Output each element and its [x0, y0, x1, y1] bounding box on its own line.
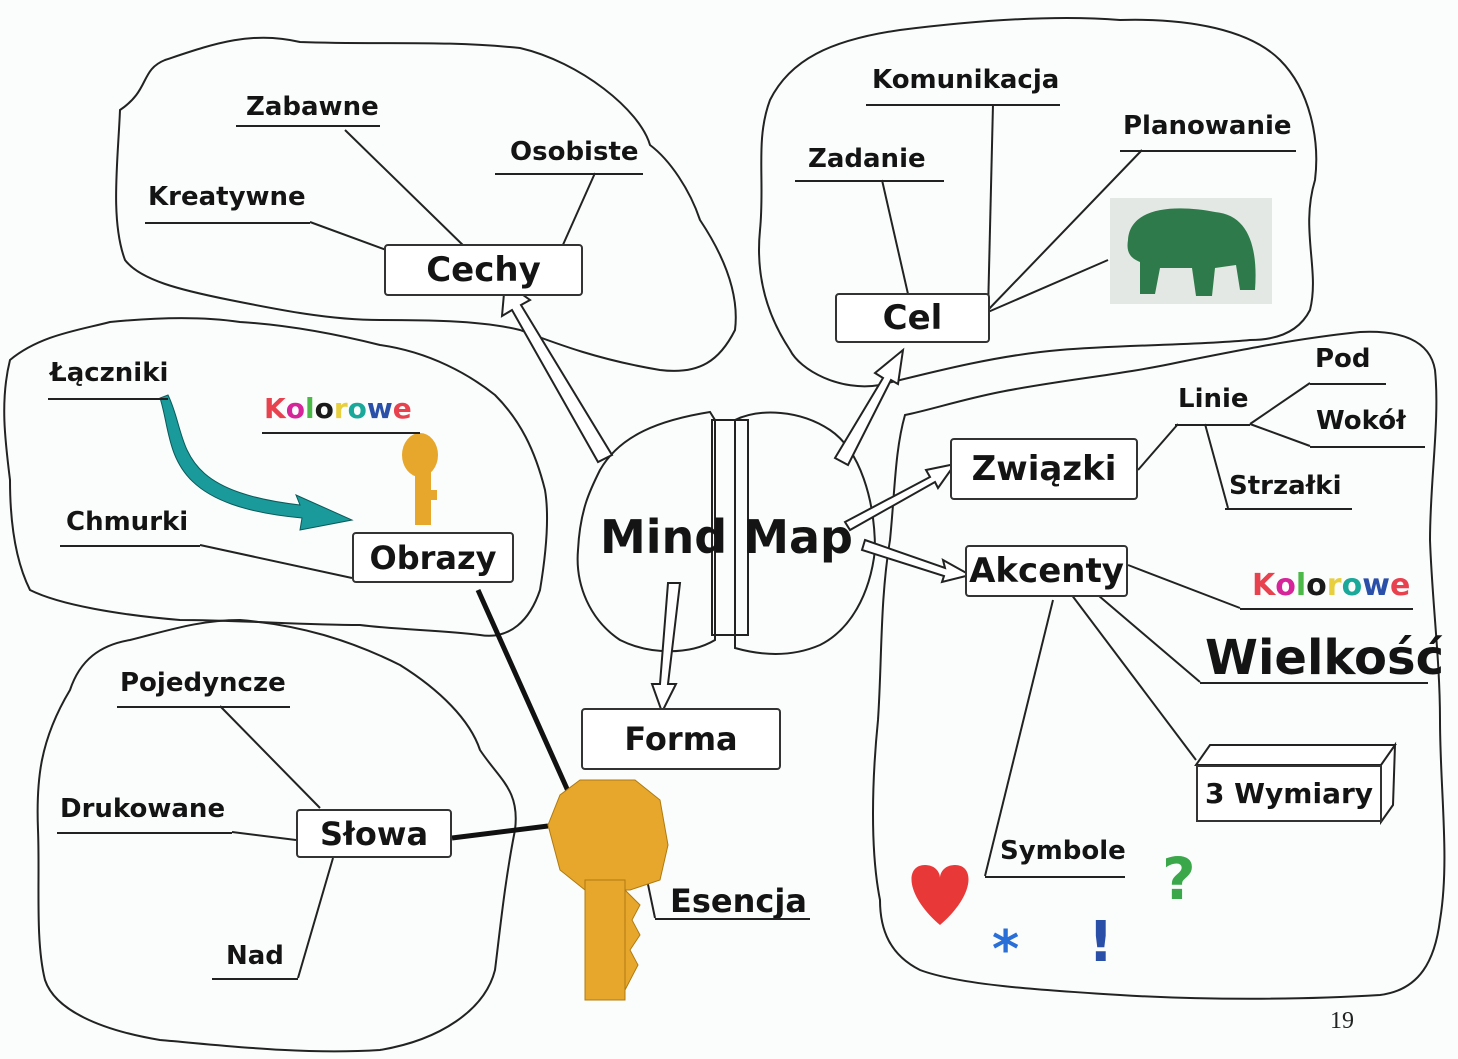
kolorowe-letter: K — [1252, 568, 1276, 603]
underline — [262, 432, 420, 434]
label-chmurki: Chmurki — [66, 507, 189, 537]
underline — [1310, 446, 1425, 448]
label-drukowane: Drukowane — [60, 794, 226, 824]
node-3-wymiary: 3 Wymiary — [1196, 765, 1382, 822]
kolorowe-letter: o — [1341, 568, 1363, 603]
kolorowe-letter: l — [304, 392, 315, 425]
underline — [117, 706, 290, 708]
heart-icon — [911, 865, 969, 925]
node-cechy: Cechy — [384, 244, 583, 296]
cloud-slowa — [36, 618, 517, 1053]
underline — [60, 545, 200, 547]
node-slowa: Słowa — [296, 809, 452, 858]
kolorowe-letter: o — [1275, 568, 1296, 603]
label-linie: Linie — [1178, 384, 1249, 414]
kolorowe-letter: o — [1306, 568, 1327, 603]
label-osobiste: Osobiste — [510, 137, 639, 167]
underline — [1240, 608, 1413, 610]
underline — [236, 125, 380, 127]
underline — [985, 876, 1125, 878]
label-zabawne: Zabawne — [246, 92, 379, 122]
asterisk-icon: * — [992, 920, 1020, 980]
label-laczniki: Łączniki — [50, 358, 169, 388]
kolorowe-letter: o — [347, 392, 367, 425]
node-obrazy: Obrazy — [352, 532, 514, 583]
small-key-icon — [402, 433, 438, 525]
kolorowe-letter: e — [1389, 568, 1411, 603]
cloud-cechy — [115, 36, 737, 372]
underline — [57, 832, 232, 834]
underline — [1310, 383, 1386, 385]
underline — [1175, 424, 1250, 426]
kolorowe-letter: r — [333, 392, 348, 425]
label-wokol: Wokół — [1316, 406, 1406, 436]
label-zadanie: Zadanie — [808, 144, 926, 174]
underline — [495, 173, 643, 175]
cloud-obrazy — [3, 317, 549, 637]
exclamation-icon: ! — [1088, 910, 1114, 975]
label-symbole: Symbole — [1000, 836, 1126, 866]
kolorowe-letter: o — [285, 392, 305, 425]
kolorowe-letter: w — [1362, 568, 1390, 603]
kolorowe-letter: K — [264, 392, 286, 425]
label-strzalki: Strzałki — [1229, 471, 1342, 501]
label-kreatywne: Kreatywne — [148, 182, 306, 212]
node-akcenty: Akcenty — [965, 545, 1128, 597]
underline — [866, 104, 1060, 106]
label-planowanie: Planowanie — [1123, 111, 1292, 141]
label-kolorowe-accent: Kolorowe — [1252, 568, 1410, 603]
kolorowe-letter: r — [1326, 568, 1342, 603]
underline — [795, 180, 944, 182]
label-kolorowe: Kolorowe — [264, 392, 412, 425]
kolorowe-letter: e — [392, 392, 412, 425]
underline — [1200, 682, 1428, 684]
elephant-image — [1110, 198, 1272, 304]
question-icon: ? — [1162, 845, 1196, 913]
label-nad: Nad — [226, 941, 284, 971]
label-wielkosc: Wielkość — [1205, 630, 1445, 686]
label-pojedyncze: Pojedyncze — [120, 668, 286, 698]
arrow-to-akcenty — [860, 538, 973, 584]
label-pod: Pod — [1315, 344, 1371, 374]
underline — [655, 918, 810, 920]
arrow-to-zwiazki — [843, 462, 958, 532]
teal-arrow-icon — [159, 394, 354, 531]
label-komunikacja: Komunikacja — [872, 65, 1060, 95]
arrow-to-forma — [650, 582, 682, 715]
arrow-to-cel — [833, 347, 905, 467]
node-zwiazki: Związki — [950, 438, 1138, 500]
cloud-akcenty — [872, 330, 1446, 1000]
cloud-cel — [758, 17, 1318, 388]
kolorowe-letter: w — [366, 392, 393, 425]
underline — [212, 978, 298, 980]
node-cel: Cel — [835, 293, 990, 343]
underline — [145, 222, 310, 224]
underline — [1120, 150, 1296, 152]
page-number: 19 — [1330, 1008, 1354, 1034]
arrow-to-cechy — [500, 280, 614, 464]
center-title: Mind Map — [600, 510, 853, 564]
big-key-icon — [547, 779, 669, 1001]
underline — [48, 398, 168, 400]
kolorowe-letter: o — [314, 392, 334, 425]
node-forma: Forma — [581, 708, 781, 770]
underline — [1225, 508, 1352, 510]
kolorowe-letter: l — [1295, 568, 1307, 603]
label-esencja: Esencja — [670, 882, 807, 920]
